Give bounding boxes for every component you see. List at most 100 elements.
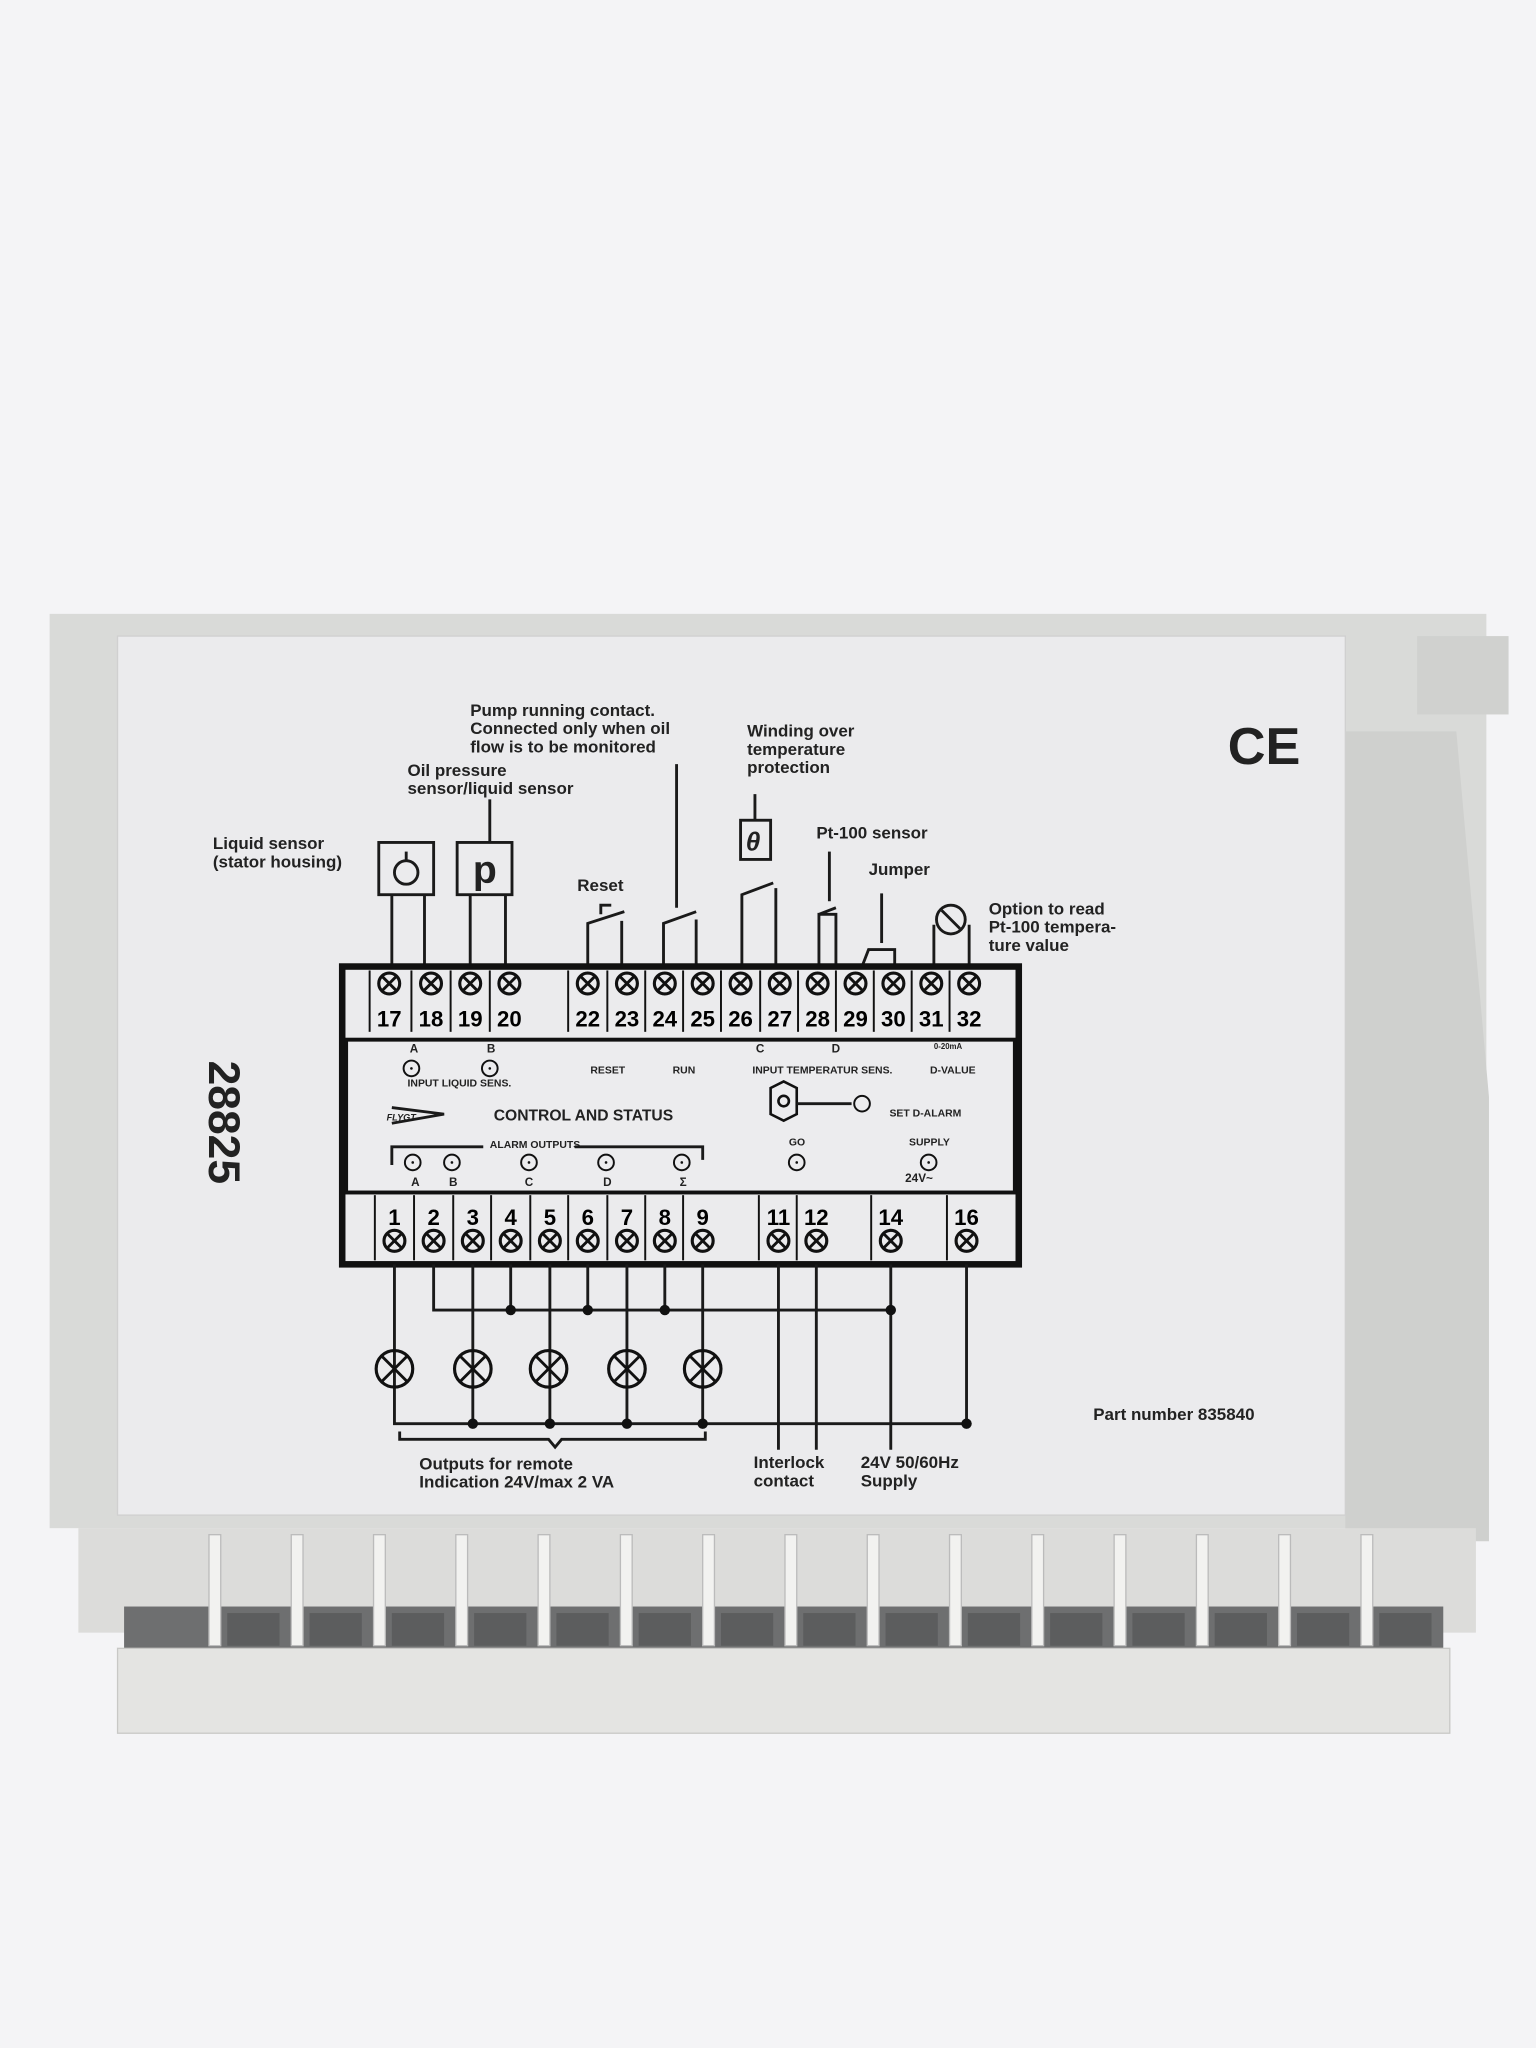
terminal-slot [227, 1613, 280, 1646]
housing-fin [702, 1534, 716, 1647]
terminal-number-24: 24 [652, 1007, 677, 1032]
terminal-slot [1379, 1613, 1432, 1646]
housing-fin [866, 1534, 880, 1647]
housing-fin [208, 1534, 222, 1647]
terminal-slot [309, 1613, 362, 1646]
callouts: Liquid sensor (stator housing) Oil press… [213, 701, 1116, 1492]
terminal-screw-11 [766, 1228, 791, 1253]
callout-outputs-2: Indication 24V/max 2 VA [419, 1473, 614, 1492]
alarm-outputs-label: ALARM OUTPUTS [490, 1140, 580, 1151]
terminal-screw-28 [805, 971, 830, 996]
terminal-screw-31 [919, 971, 944, 996]
indicator-led [787, 1153, 806, 1172]
channel-letter: A [411, 1176, 420, 1189]
callout-pump-running: Pump running contact. [470, 701, 655, 720]
terminal-number-19: 19 [458, 1007, 483, 1032]
terminal-screw-32 [957, 971, 982, 996]
indicator-led-dot [795, 1161, 799, 1164]
callout-liquid-sensor-2: (stator housing) [213, 852, 342, 871]
terminal-number-16: 16 [954, 1205, 979, 1230]
terminal-screw-30 [881, 971, 906, 996]
terminal-slot [720, 1613, 774, 1646]
terminal-number-18: 18 [419, 1007, 444, 1032]
callout-supply-2: Supply [861, 1471, 918, 1490]
reset-label: RESET [590, 1066, 625, 1077]
terminal-number-11: 11 [767, 1205, 790, 1230]
indicator-led [443, 1153, 461, 1172]
indicator-lamp-2 [452, 1348, 493, 1389]
run-label: RUN [673, 1066, 696, 1077]
wire-junction [621, 1418, 633, 1429]
indicator-led [597, 1153, 615, 1172]
callout-interlock: Interlock [754, 1453, 825, 1472]
terminal-number-4: 4 [505, 1205, 518, 1230]
terminal-screw-17 [377, 971, 402, 996]
indicator-lamp-5 [682, 1348, 723, 1389]
part-number: Part number 835840 [1093, 1405, 1254, 1424]
housing-fin [1195, 1534, 1209, 1647]
flygt-logo: FLYGT [387, 1113, 418, 1123]
terminal-number-25: 25 [690, 1007, 715, 1032]
callout-option: Option to read [989, 899, 1105, 918]
housing-fin [1113, 1534, 1127, 1647]
terminal-slot [391, 1613, 445, 1646]
terminal-screw-24 [652, 971, 677, 996]
terminal-screw-18 [419, 971, 444, 996]
terminal-screw-26 [728, 971, 753, 996]
terminal-screw-4 [498, 1228, 523, 1253]
indicator-led-dot [680, 1161, 684, 1164]
input-liquid-sens-label: INPUT LIQUID SENS. [408, 1079, 512, 1090]
housing-fin [1031, 1534, 1045, 1647]
wire-junction [582, 1304, 593, 1316]
terminal-slot [638, 1613, 691, 1646]
wire-junction [659, 1304, 671, 1316]
input-letter: A [410, 1043, 419, 1056]
terminal-number-7: 7 [621, 1205, 633, 1230]
housing-fin [537, 1534, 551, 1647]
terminal-number-5: 5 [544, 1205, 556, 1230]
housing-fin [455, 1534, 469, 1647]
callout-winding: Winding over [747, 722, 855, 741]
callout-oil-pressure: Oil pressure [408, 761, 507, 780]
terminal-screw-12 [804, 1228, 829, 1253]
channel-letter: Σ [680, 1176, 687, 1189]
callout-option-3: ture value [989, 936, 1069, 955]
indicator-led-dot [410, 1067, 413, 1070]
terminal-screw-7 [614, 1228, 639, 1253]
callout-liquid-sensor: Liquid sensor [213, 834, 325, 853]
terminal-screw-5 [537, 1228, 562, 1253]
terminal-screw-2 [421, 1228, 446, 1253]
housing-fin [784, 1534, 798, 1647]
callout-jumper: Jumper [869, 860, 931, 879]
callout-pump-running-2: Connected only when oil [470, 719, 670, 738]
terminal-slot [885, 1613, 938, 1646]
terminal-fins [208, 1534, 1432, 1647]
wire-junction [505, 1304, 516, 1316]
housing-fin [619, 1534, 633, 1647]
terminal-slot [967, 1613, 1021, 1646]
housing-fin [948, 1534, 962, 1647]
terminal-number-22: 22 [575, 1007, 600, 1032]
indicator-lamp-4 [607, 1348, 647, 1389]
terminal-slot [556, 1613, 609, 1646]
terminal-screw-22 [575, 971, 600, 996]
terminal-number-14: 14 [878, 1205, 903, 1230]
svg-text:p: p [473, 849, 497, 892]
ce-mark: CE [1228, 718, 1301, 776]
indicator-led [919, 1153, 938, 1172]
callout-option-2: Pt-100 tempera- [989, 918, 1116, 937]
callout-oil-pressure-2: sensor/liquid sensor [408, 779, 574, 798]
set-d-alarm-label: SET D-ALARM [889, 1109, 961, 1120]
indicator-lamp-1 [374, 1348, 415, 1389]
wire-junction [885, 1304, 896, 1316]
terminal-number-12: 12 [804, 1205, 829, 1230]
housing-fin [1360, 1534, 1374, 1647]
terminal-screw-8 [652, 1228, 677, 1253]
terminal-screw-19 [458, 971, 483, 996]
terminal-slot [474, 1613, 527, 1646]
housing-fin [372, 1534, 386, 1647]
channel-letter: B [449, 1176, 458, 1189]
terminal-screw-25 [690, 971, 715, 996]
sensor-wiring: p θ [377, 764, 971, 968]
